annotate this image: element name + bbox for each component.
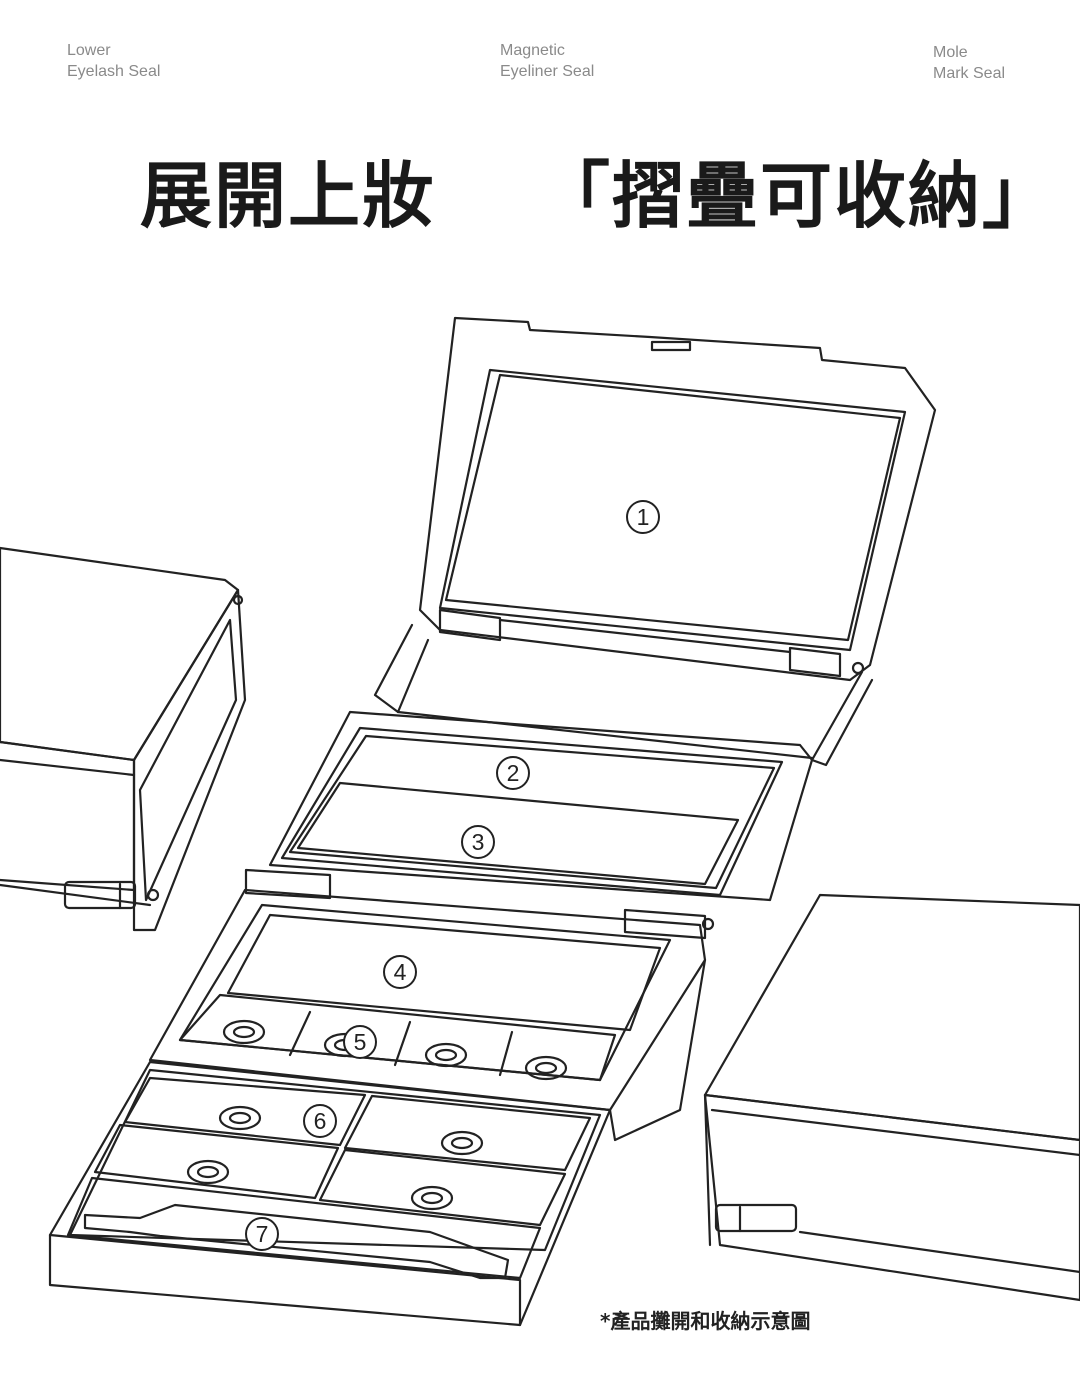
seal-ring <box>440 1130 484 1156</box>
seal-core <box>434 1048 458 1062</box>
left-box-edge <box>0 758 136 777</box>
bottom-tray-inner <box>68 1068 602 1252</box>
bottom-tray-outer <box>48 1060 612 1327</box>
right-box-hinge <box>714 1203 798 1233</box>
lower-eyelash-seal-label: Lower Eyelash Seal <box>67 40 160 82</box>
bottom-compartment <box>93 1123 340 1200</box>
left-box-side <box>132 588 247 932</box>
eyeliner-pen <box>83 1203 510 1280</box>
right-box-top <box>703 893 1080 1142</box>
seal-ring <box>218 1105 262 1131</box>
label-line: Mark Seal <box>933 65 1006 82</box>
right-hinge-arm <box>608 958 707 1142</box>
tray3-seal-row <box>178 993 617 1082</box>
lid-outer <box>418 316 937 682</box>
headline-unfold-makeup: 展開上妝 <box>140 154 437 238</box>
right-box-front <box>703 1093 1080 1302</box>
label-line: Magnetic <box>500 42 565 59</box>
seal-ring <box>222 1019 266 1045</box>
left-box-front <box>0 740 136 892</box>
lid-hinge-right <box>788 646 842 678</box>
seal-core <box>450 1136 474 1150</box>
frame-right-arm <box>810 670 874 767</box>
lid-clasp <box>650 340 692 352</box>
seal-ring <box>186 1159 230 1185</box>
tray2-hinge-left <box>244 868 332 900</box>
bottom-compartment <box>343 1094 592 1172</box>
bottom-tray-rim <box>48 1233 522 1327</box>
seal-core <box>232 1025 256 1039</box>
right-box-bottom-line <box>798 1230 1080 1274</box>
callout-5: 5 <box>343 1025 377 1059</box>
lid-hinge-left <box>438 608 502 642</box>
tray2-rim <box>280 726 784 897</box>
tray2-inner <box>288 734 776 890</box>
tray2-outer <box>268 710 814 902</box>
divider <box>498 1030 514 1077</box>
tray2-compartment <box>296 781 740 886</box>
seal-ring <box>424 1042 468 1068</box>
bottom-long-compartment <box>66 1176 542 1280</box>
right-box-front-edge <box>703 1093 712 1247</box>
bottom-tray <box>48 1060 612 1327</box>
lid-pin <box>851 661 865 675</box>
callout-3: 3 <box>461 825 495 859</box>
callout-6: 6 <box>303 1104 337 1138</box>
left-box-hinge <box>63 880 137 910</box>
divider <box>288 1010 312 1057</box>
label-line: Eyeliner Seal <box>500 63 595 80</box>
seal-ring <box>410 1185 454 1211</box>
callout-7: 7 <box>245 1217 279 1251</box>
mole-mark-seal-label: Mole Mark Seal <box>933 42 1005 84</box>
divider <box>393 1020 412 1067</box>
right-arm-path <box>608 958 707 1142</box>
magnetic-eyeliner-seal-label: Magnetic Eyeliner Seal <box>500 40 594 82</box>
tray3-window <box>226 913 662 1032</box>
tray2-hinge-right <box>623 908 707 940</box>
callout-2: 2 <box>496 756 530 790</box>
lid-mirror <box>418 316 937 682</box>
diagram-caption: *產品攤開和收納示意圖 <box>600 1309 811 1333</box>
label-line: Eyelash Seal <box>67 63 161 80</box>
lid-mirror-surface <box>444 373 902 642</box>
bottom-compartment <box>318 1148 567 1227</box>
second-tray <box>244 710 814 940</box>
seal-ring <box>524 1055 568 1081</box>
label-line: Mole <box>933 44 968 61</box>
lid-inner <box>438 368 907 652</box>
headline-foldable-storage: 「摺疊可收納」 <box>538 154 1057 238</box>
left-box-panel <box>138 618 238 902</box>
seal-core <box>196 1165 220 1179</box>
seal-core <box>534 1061 558 1075</box>
left-box-pin <box>146 888 160 902</box>
left-side-box <box>0 546 247 932</box>
seal-core <box>228 1111 252 1125</box>
tray2-pin <box>701 917 715 931</box>
right-box-rim <box>710 1108 1080 1157</box>
seal-core <box>420 1191 444 1205</box>
third-tray <box>148 888 707 1112</box>
left-box-top <box>0 546 240 762</box>
tray3-outer <box>148 888 707 1112</box>
right-side-box <box>703 893 1080 1302</box>
left-box-bottom <box>0 883 152 907</box>
callout-1: 1 <box>626 500 660 534</box>
bottom-compartment <box>123 1076 367 1147</box>
label-line: Lower <box>67 42 111 59</box>
left-box-pin-top <box>232 594 244 606</box>
frame-left-arm <box>373 623 430 714</box>
callout-4: 4 <box>383 955 417 989</box>
lid-hinge-line <box>498 618 792 654</box>
